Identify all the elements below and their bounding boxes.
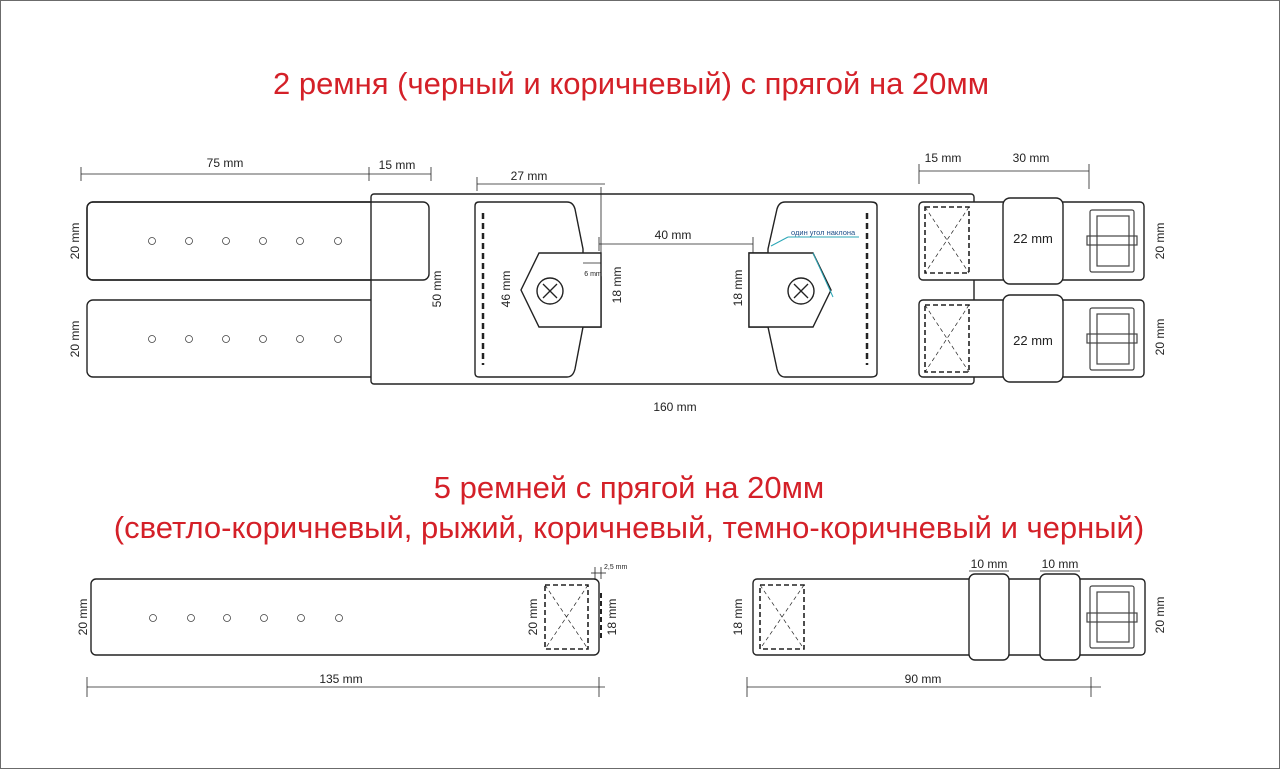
right-strap-upper: 22 mm 20 mm [918, 197, 1167, 285]
svg-text:10 mm: 10 mm [1042, 557, 1079, 571]
dimension-18mm-left: 18 mm [610, 267, 624, 304]
angle-note: один угол наклона [791, 228, 856, 237]
width-18mm: 18 mm [731, 599, 745, 636]
title-bottom-line1: 5 ремней с прягой на 20мм [434, 470, 824, 505]
inner-18mm: 18 mm [605, 599, 619, 636]
right-strap-lower: 22 mm 20 mm [918, 294, 1167, 383]
dimension-10mm-b: 10 mm [1040, 557, 1080, 572]
bottom-left-strap: 20 mm 20 mm 18 mm [76, 578, 619, 656]
strap-width-left-2: 20 mm [68, 321, 82, 358]
svg-text:2,5 mm: 2,5 mm [604, 564, 628, 571]
dimension-46mm: 46 mm [499, 271, 513, 308]
keeper-22mm-1: 22 mm [1013, 231, 1053, 246]
svg-text:15 mm: 15 mm [925, 151, 962, 165]
dimension-6mm: 6 mm [584, 271, 602, 278]
dimension-75mm: 75 mm [80, 156, 370, 181]
left-lug-piece: 46 mm 6 mm 18 mm [474, 187, 624, 378]
dimension-2-5mm: 2,5 mm [591, 564, 628, 579]
dimension-27mm: 27 mm [476, 169, 605, 191]
strap-width-right-1: 20 mm [1153, 223, 1167, 260]
dimension-30mm: 30 mm [979, 151, 1090, 189]
strap-width-right-2: 20 mm [1153, 319, 1167, 356]
right-lug-piece: один угол наклона 18 mm [731, 201, 878, 378]
dimension-15mm-left: 15 mm [369, 158, 432, 181]
bottom-right-strap: 18 mm 20 mm [731, 573, 1167, 661]
title-top: 2 ремня (черный и коричневый) с прягой н… [273, 66, 989, 101]
svg-text:30 mm: 30 mm [1013, 151, 1050, 165]
inner-20mm: 20 mm [526, 599, 540, 636]
keeper-22mm-2: 22 mm [1013, 333, 1053, 348]
svg-text:40 mm: 40 mm [655, 228, 692, 242]
svg-text:15 mm: 15 mm [379, 158, 416, 172]
dimension-160mm: 160 mm [653, 400, 696, 414]
svg-text:135 mm: 135 mm [319, 672, 362, 686]
strap-width-left-1: 20 mm [68, 223, 82, 260]
left-strap-lower: 20 mm [68, 299, 430, 378]
dimension-15mm-right: 15 mm [918, 151, 979, 184]
title-bottom-line2: (светло-коричневый, рыжий, коричневый, т… [114, 510, 1144, 545]
dimension-40mm: 40 mm [598, 228, 754, 253]
dimension-135mm: 135 mm [86, 672, 605, 697]
svg-text:90 mm: 90 mm [905, 672, 942, 686]
dimension-18mm-right: 18 mm [731, 270, 745, 307]
svg-text:75 mm: 75 mm [207, 156, 244, 170]
svg-text:27 mm: 27 mm [511, 169, 548, 183]
dimension-10mm-a: 10 mm [969, 557, 1009, 572]
dimension-90mm: 90 mm [746, 672, 1101, 697]
strap-width-20mm: 20 mm [76, 599, 90, 636]
width-20mm: 20 mm [1153, 597, 1167, 634]
svg-text:10 mm: 10 mm [971, 557, 1008, 571]
dimension-50mm: 50 mm [430, 271, 444, 308]
